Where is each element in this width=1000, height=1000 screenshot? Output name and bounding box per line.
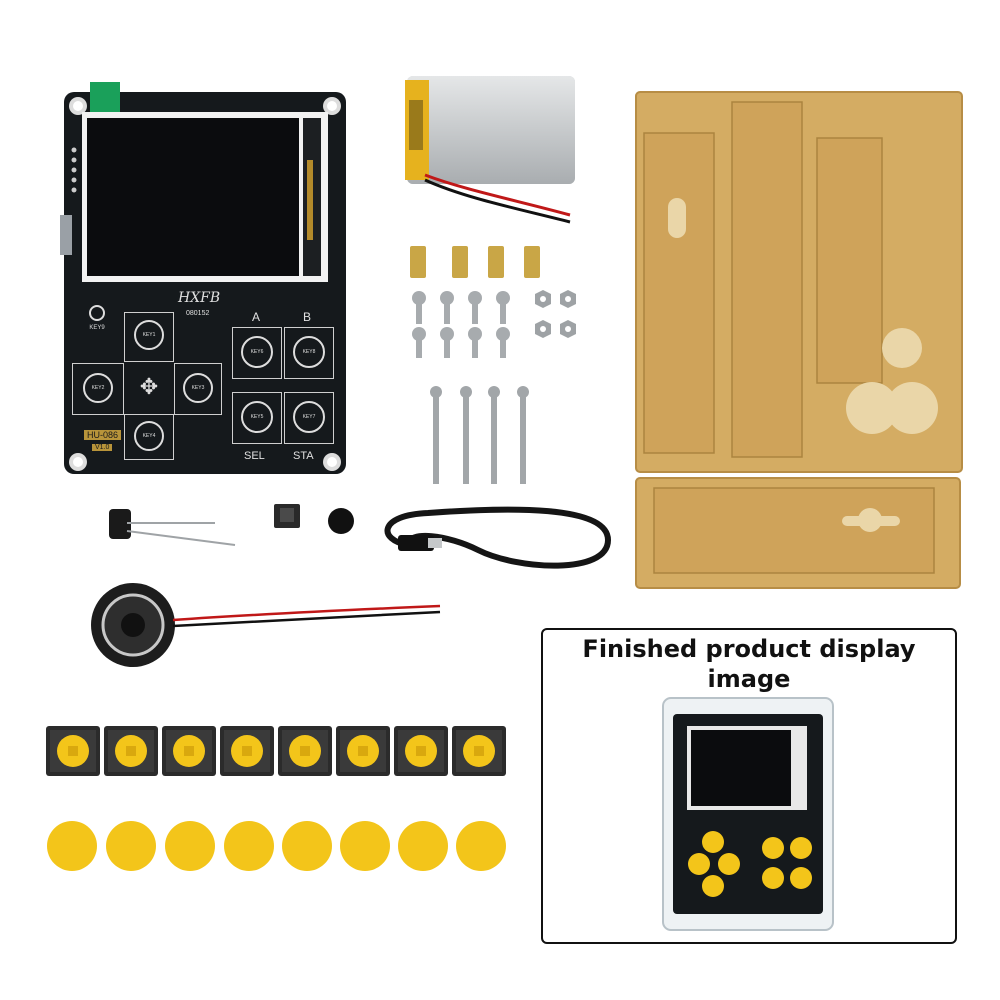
pcb-key-7: KEY7 — [284, 392, 334, 444]
pcb-model-label: HU-086 — [84, 430, 122, 440]
pcb-key-6: KEY6 — [232, 327, 282, 379]
pcb-key-1: KEY1 — [124, 312, 174, 362]
pcb-key-4: KEY4 — [124, 414, 174, 460]
pcb-key-label: KEY2 — [91, 385, 105, 391]
pcb-key-5: KEY5 — [232, 392, 282, 444]
pcb-brand-label: HXFB — [178, 290, 221, 306]
button-caps-row — [44, 818, 514, 874]
acrylic-case-panels — [635, 91, 963, 589]
pcb-label-a: A — [252, 310, 261, 324]
pcb-key-label: KEY3 — [191, 385, 205, 391]
pcb-label-sta: STA — [293, 450, 314, 462]
machine-screws — [412, 291, 510, 358]
speaker — [91, 583, 441, 667]
title-line-1: Finished product display — [582, 635, 916, 663]
pcb-key-label: KEY6 — [250, 349, 264, 355]
finished-console-photo — [662, 697, 834, 931]
finished-product-panel: Finished product display image — [541, 628, 957, 944]
pcb-key-3: KEY3 — [174, 363, 222, 415]
long-bolts — [430, 386, 529, 484]
pcb-code-label: 080152 — [186, 310, 210, 317]
capacitor — [109, 509, 236, 546]
tact-switch-row — [42, 722, 512, 780]
pcb-key-label: KEY4 — [142, 433, 156, 439]
pcb-key-2: KEY2 — [72, 363, 124, 415]
pcb-label-sel: SEL — [244, 450, 265, 462]
power-switch — [274, 504, 300, 528]
brass-standoffs — [410, 246, 540, 278]
power-icon — [89, 305, 105, 321]
pcb-label-b: B — [303, 310, 312, 324]
lipo-battery — [405, 76, 575, 224]
pcb-key-9: KEY9 — [84, 305, 110, 345]
joystick-cap — [328, 508, 354, 534]
pcb-key-label: KEY1 — [142, 332, 156, 338]
finished-product-title: Finished product display image — [543, 634, 955, 694]
game-console-pcb — [60, 82, 346, 474]
pcb-key-label: KEY7 — [302, 414, 316, 420]
dpad-arrows-icon: ✥ — [139, 374, 159, 399]
pcb-key-label: KEY5 — [250, 414, 264, 420]
usb-cable — [384, 506, 612, 569]
title-line-2: image — [707, 665, 791, 693]
pcb-key-8: KEY8 — [284, 327, 334, 379]
pcb-key-label: KEY8 — [302, 349, 316, 355]
pcb-version-label: V1.0 — [92, 444, 113, 451]
pcb-key-label: KEY9 — [89, 325, 105, 331]
hardware-kit — [410, 246, 576, 484]
